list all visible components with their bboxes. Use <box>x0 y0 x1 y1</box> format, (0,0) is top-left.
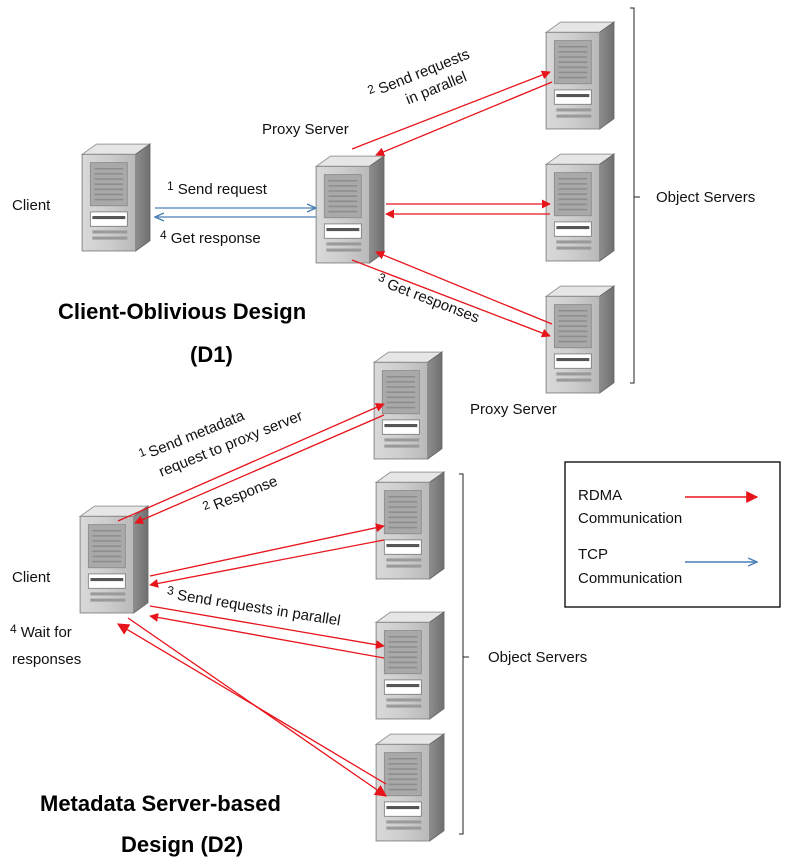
d2-object-server-1-icon <box>375 471 445 580</box>
d2-send-to-server1-arrow <box>149 523 385 577</box>
d2-object-server-3-icon <box>375 733 445 842</box>
d2-proxy-server-icon <box>373 351 443 460</box>
d1-title-sub: (D1) <box>190 342 233 367</box>
d1-client-server-icon <box>81 143 151 252</box>
svg-text:3Get responses: 3Get responses <box>375 270 483 327</box>
d2-object-servers-label: Object Servers <box>488 649 587 666</box>
d1-title: Client-Oblivious Design <box>58 299 306 324</box>
d2-metadata-request-arrow <box>117 403 385 522</box>
d2-object-server-2-icon <box>375 611 445 720</box>
d1-send-to-server3-arrow <box>351 259 551 338</box>
d2-reply-from-server3-arrow <box>116 623 387 785</box>
d2-reply-from-server2-arrow <box>149 613 385 659</box>
d1-reply-from-server3-arrow <box>375 250 553 325</box>
d2-metadata-response-arrow <box>134 414 385 524</box>
legend-box <box>564 461 781 608</box>
d2-step1-label: 1Send metadata request to proxy server <box>136 407 305 481</box>
d2-title: Metadata Server-based <box>40 791 281 816</box>
d1-reply-from-server1-arrow <box>375 81 553 157</box>
d2-object-servers-bracket <box>459 473 464 835</box>
d2-title-sub: Design (D2) <box>121 832 243 857</box>
d1-object-server-1-icon <box>545 21 615 130</box>
d1-step2-label: 2Send requests in parallel <box>365 46 472 109</box>
legend-tcp-label: TCP <box>578 546 608 563</box>
d1-client-label: Client <box>12 197 51 214</box>
d1-proxy-server-icon <box>315 155 385 264</box>
d1-object-server-3-icon <box>545 285 615 394</box>
d2-reply-from-server1-arrow <box>149 539 385 588</box>
d2-client-label: Client <box>12 569 51 586</box>
d1-proxy-label: Proxy Server <box>262 121 349 138</box>
d1-step3-label: 3Get responses <box>375 270 483 327</box>
d1-object-servers-label: Object Servers <box>656 189 755 206</box>
legend-rdma-label-line2: Communication <box>578 510 682 527</box>
d2-step3-label: 3Send requests in parallel <box>165 583 342 629</box>
d2-send-to-server2-arrow <box>149 605 385 650</box>
svg-text:3Send requests in parallel: 3Send requests in parallel <box>165 583 342 629</box>
d2-step4-label-line2: responses <box>12 651 81 668</box>
d2-proxy-label: Proxy Server <box>470 401 557 418</box>
d1-object-server-2-icon <box>545 153 615 262</box>
d1-send-to-server1-arrow <box>351 70 551 150</box>
d1-object-servers-bracket <box>630 7 635 384</box>
legend-tcp-label-line2: Communication <box>578 570 682 587</box>
legend-rdma-label: RDMA <box>578 487 622 504</box>
